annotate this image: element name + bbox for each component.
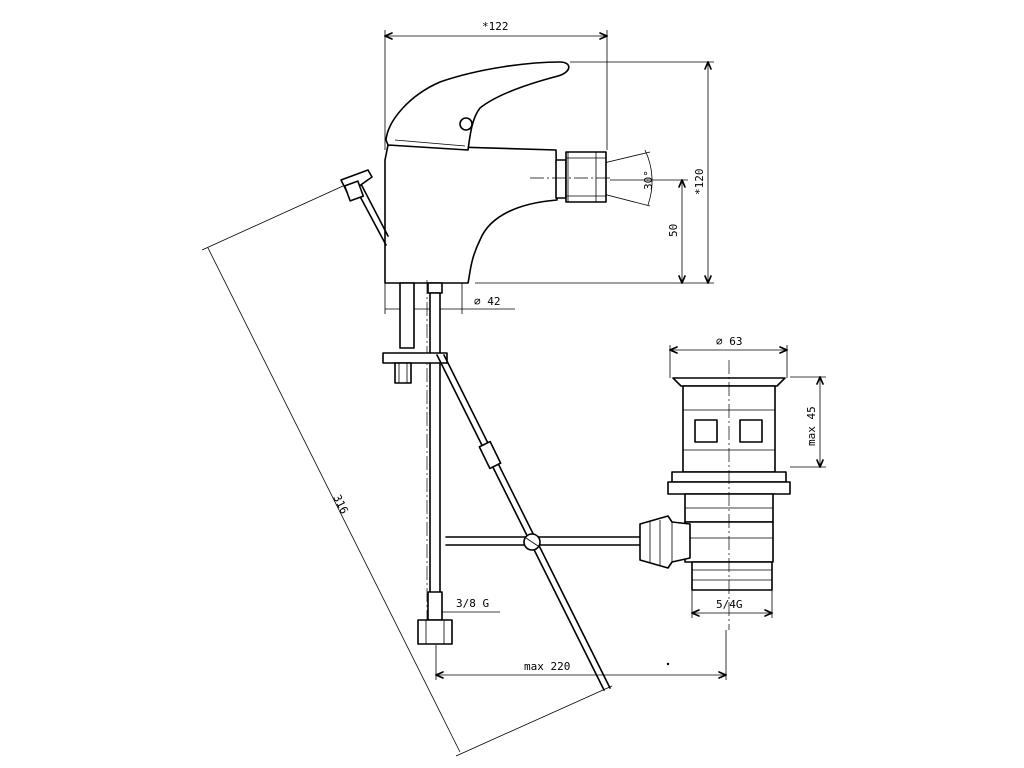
dimension-labels: *122 *120 50 30° ⌀ 42 ⌀ 63 max 45 3/8 G … xyxy=(330,20,818,673)
label-reach: max 220 xyxy=(524,660,570,673)
mixer-body xyxy=(384,61,612,640)
popup-rod xyxy=(340,169,389,246)
label-spray-angle: 30° xyxy=(642,170,655,190)
label-base-diameter: ⌀ 42 xyxy=(474,295,501,308)
supply-pipes xyxy=(382,282,453,645)
label-supply-thread: 3/8 G xyxy=(456,597,489,610)
waste-assembly xyxy=(639,360,791,630)
label-waste-height: max 45 xyxy=(805,406,818,446)
label-overall-height: *120 xyxy=(693,169,706,196)
label-waste-diameter: ⌀ 63 xyxy=(716,335,743,348)
drawing-dot xyxy=(666,662,670,666)
label-overall-width: *122 xyxy=(482,20,509,33)
linkage-rod xyxy=(436,354,641,691)
dimension-lines xyxy=(201,30,826,757)
label-rod-length: 316 xyxy=(330,493,351,517)
label-spout-height: 50 xyxy=(667,224,680,237)
